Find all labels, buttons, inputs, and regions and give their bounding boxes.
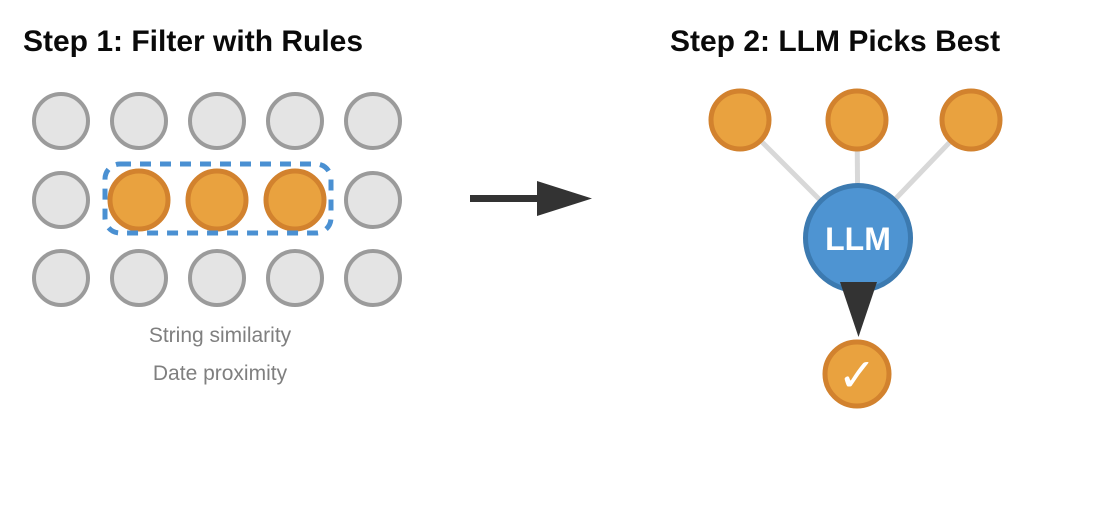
record-circle — [188, 92, 246, 150]
record-circle — [32, 249, 90, 307]
record-circle — [344, 92, 402, 150]
caption-date-proximity: Date proximity — [153, 362, 288, 385]
step2-title: Step 2: LLM Picks Best — [670, 25, 1000, 58]
check-icon: ✓ — [838, 348, 877, 402]
candidate-circle — [708, 88, 772, 152]
record-circle — [266, 92, 324, 150]
record-circle — [344, 249, 402, 307]
record-circle-selected — [107, 168, 171, 232]
arrow-head — [537, 181, 592, 216]
candidate-circle — [939, 88, 1003, 152]
record-circle — [188, 249, 246, 307]
step1-panel: Step 1: Filter with Rules String similar… — [23, 25, 402, 385]
record-grid — [32, 92, 402, 307]
down-arrowhead-icon — [840, 282, 877, 337]
record-circle — [344, 171, 402, 229]
record-circle — [266, 249, 324, 307]
record-circle — [110, 249, 168, 307]
caption-string-similarity: String similarity — [149, 324, 292, 347]
arrow-shaft — [470, 195, 540, 202]
record-circle-selected — [263, 168, 327, 232]
rule-selection-dashed-box — [102, 161, 334, 236]
right-arrow-icon — [470, 181, 592, 216]
candidate-circles — [708, 88, 1003, 152]
candidate-circle — [825, 88, 889, 152]
record-circle — [32, 171, 90, 229]
llm-node-label: LLM — [825, 221, 891, 257]
step1-title: Step 1: Filter with Rules — [23, 25, 363, 58]
best-match-node — [822, 339, 892, 409]
step2-panel: Step 2: LLM Picks Best LLM ✓ — [670, 25, 1003, 409]
record-circle-selected — [185, 168, 249, 232]
record-circle — [110, 92, 168, 150]
record-circle — [32, 92, 90, 150]
